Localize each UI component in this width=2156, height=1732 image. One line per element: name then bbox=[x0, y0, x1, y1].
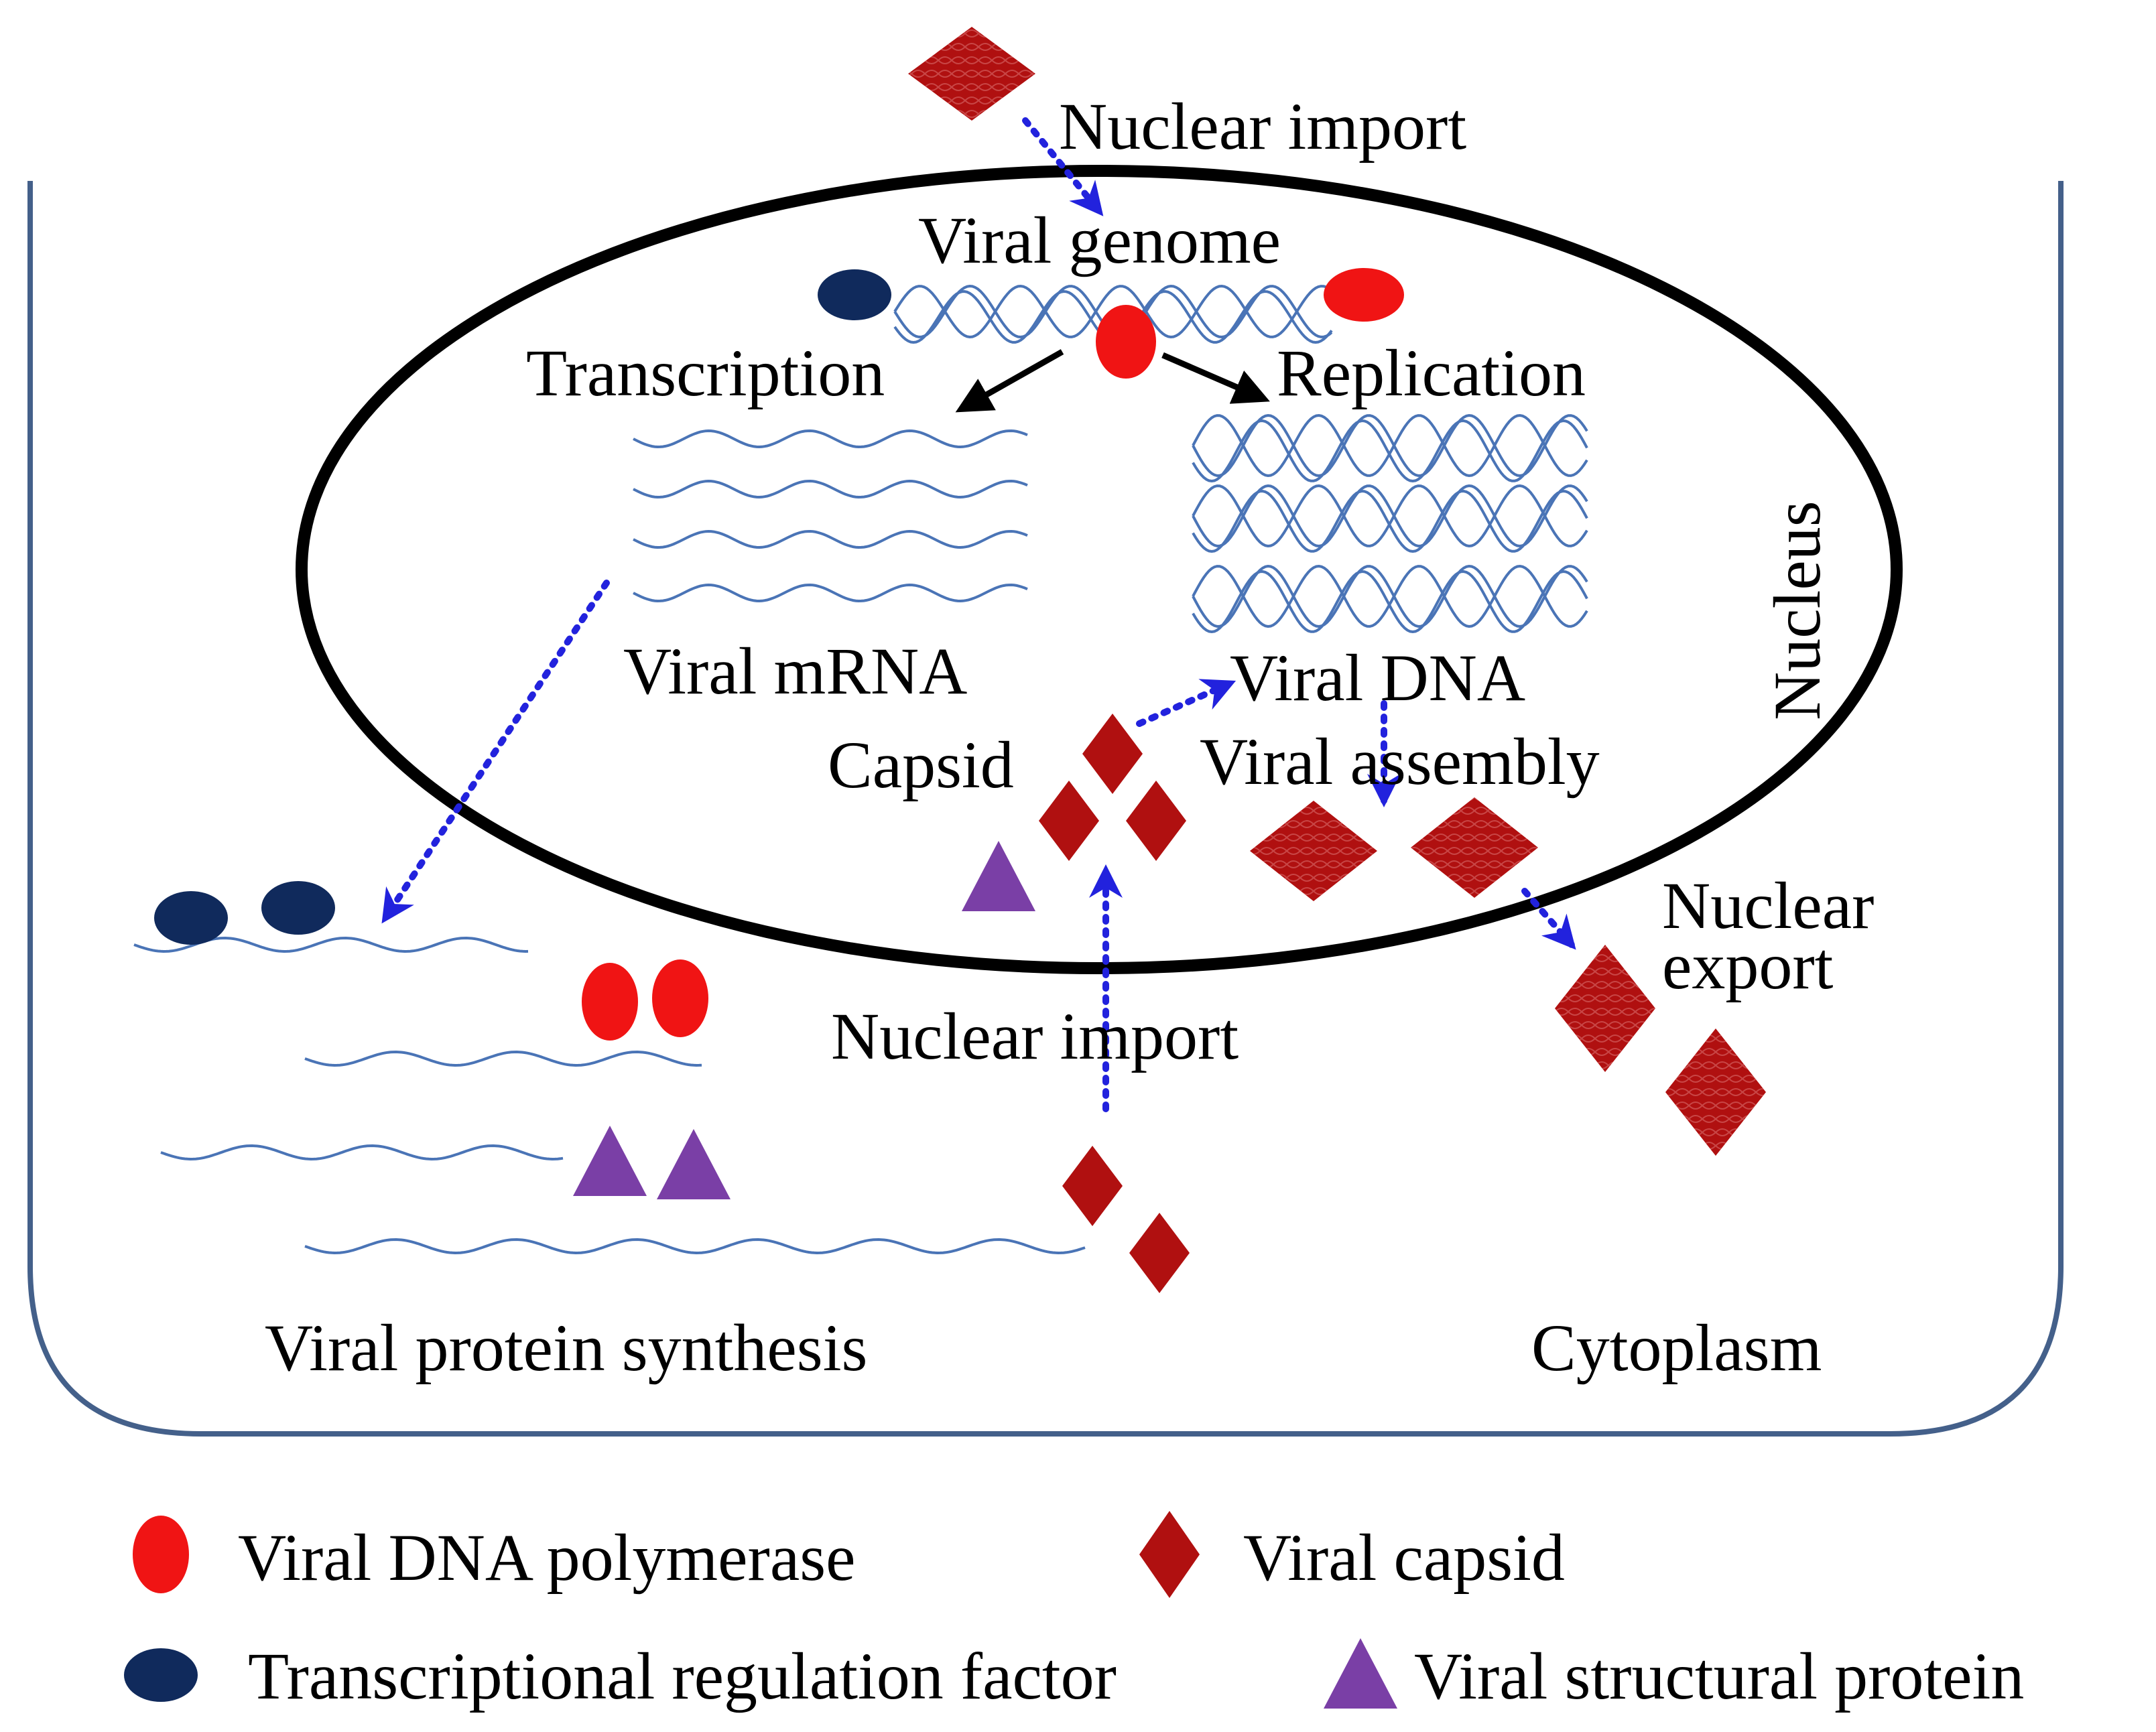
label-viral-genome: Viral genome bbox=[918, 203, 1281, 277]
mrna-strand-2 bbox=[633, 479, 1028, 499]
polymerase-on-genome-right bbox=[1324, 268, 1404, 322]
label-nucleus: Nucleus bbox=[1760, 501, 1834, 720]
legend-polymerase-label: Viral DNA polymerase bbox=[238, 1520, 856, 1595]
replicated-dna-1-b bbox=[1192, 413, 1588, 478]
replicated-dna-2-b bbox=[1192, 484, 1588, 548]
replicated-dna-3-b bbox=[1192, 564, 1588, 628]
structural-protein-in-nucleus bbox=[962, 841, 1035, 911]
label-capsid: Capsid bbox=[828, 728, 1014, 802]
regulation-factor-on-genome bbox=[818, 269, 891, 320]
replication-arrow bbox=[1161, 352, 1270, 404]
cell-membrane bbox=[27, 181, 2064, 1437]
replicated-dna-strands bbox=[1192, 413, 1588, 634]
nucleus-envelope bbox=[296, 165, 1903, 974]
label-viral-dna: Viral DNA bbox=[1230, 641, 1525, 715]
legend-capsid-label: Viral capsid bbox=[1243, 1520, 1565, 1595]
cytoplasm-capsid-2 bbox=[1129, 1213, 1190, 1293]
capsid-to-dna-arrow bbox=[1136, 679, 1236, 727]
cytoplasm-mrna-2 bbox=[304, 1050, 702, 1067]
legend-polymerase-icon bbox=[133, 1516, 189, 1593]
replicated-dna-3-a bbox=[1192, 564, 1588, 628]
label-nuclear-import-top: Nuclear import bbox=[1059, 89, 1466, 163]
imported-capsid-top-texture bbox=[908, 27, 1035, 121]
mrna-strand-4 bbox=[633, 583, 1028, 603]
genome-strand-b bbox=[893, 284, 1333, 339]
capsid-in-nucleus-2 bbox=[1039, 781, 1099, 861]
label-viral-assembly: Viral assembly bbox=[1200, 724, 1600, 799]
replicated-dna-2-c bbox=[1192, 489, 1588, 553]
label-viral-mrna: Viral mRNA bbox=[623, 634, 967, 708]
assembled-capsid-2-texture bbox=[1411, 797, 1538, 898]
mrna-export-arrow bbox=[381, 580, 610, 924]
replicated-dna-1-a bbox=[1192, 413, 1588, 478]
assembled-capsid-1-texture bbox=[1250, 801, 1377, 901]
label-transcription: Transcription bbox=[526, 336, 885, 410]
label-nuclear-export-line1: Nuclear bbox=[1662, 868, 1874, 943]
legend-structural-icon bbox=[1324, 1638, 1397, 1709]
capsid-in-nucleus-3 bbox=[1126, 781, 1186, 861]
polymerase-cyto-1 bbox=[582, 963, 638, 1041]
capsid-in-nucleus-1 bbox=[1082, 714, 1143, 794]
viral-mrna-strands bbox=[633, 429, 1028, 603]
mrna-strand-3 bbox=[633, 529, 1028, 549]
legend-regulation-icon bbox=[124, 1648, 198, 1702]
cytoplasm-capsid-1 bbox=[1062, 1146, 1123, 1226]
legend-regulation-label: Transcriptional regulation factor bbox=[248, 1639, 1117, 1713]
legend-structural-label: Viral structural protein bbox=[1414, 1639, 2024, 1713]
polymerase-on-genome-center bbox=[1096, 305, 1156, 379]
regulation-factor-cyto-1 bbox=[154, 891, 228, 945]
label-nuclear-import-bottom: Nuclear import bbox=[831, 999, 1239, 1073]
label-nuclear-export-line2: export bbox=[1662, 929, 1834, 1003]
transcription-arrow bbox=[955, 349, 1064, 413]
structural-protein-cyto-2 bbox=[657, 1129, 731, 1199]
exported-capsid-2-texture bbox=[1665, 1028, 1766, 1156]
cytoplasm-mrna-3 bbox=[160, 1144, 564, 1161]
structural-protein-cyto-1 bbox=[573, 1126, 647, 1196]
replicated-dna-2-a bbox=[1192, 484, 1588, 548]
exported-capsid-1-texture bbox=[1555, 945, 1655, 1072]
replicated-dna-3-c bbox=[1192, 570, 1588, 634]
nuclear-import-arrow-top bbox=[1022, 117, 1104, 216]
mrna-strand-1 bbox=[633, 429, 1028, 449]
legend: Viral DNA polymerase Viral capsid Transc… bbox=[124, 1511, 2024, 1713]
cytoplasm-mrna-4 bbox=[304, 1238, 1086, 1255]
polymerase-cyto-2 bbox=[652, 959, 708, 1037]
label-replication: Replication bbox=[1277, 336, 1586, 410]
nuclear-export-arrow bbox=[1521, 888, 1576, 950]
regulation-factor-cyto-2 bbox=[261, 881, 335, 935]
replicated-dna-1-c bbox=[1192, 419, 1588, 483]
label-viral-protein-synthesis: Viral protein synthesis bbox=[265, 1311, 867, 1385]
label-cytoplasm: Cytoplasm bbox=[1531, 1311, 1822, 1385]
legend-capsid-icon bbox=[1139, 1511, 1200, 1598]
